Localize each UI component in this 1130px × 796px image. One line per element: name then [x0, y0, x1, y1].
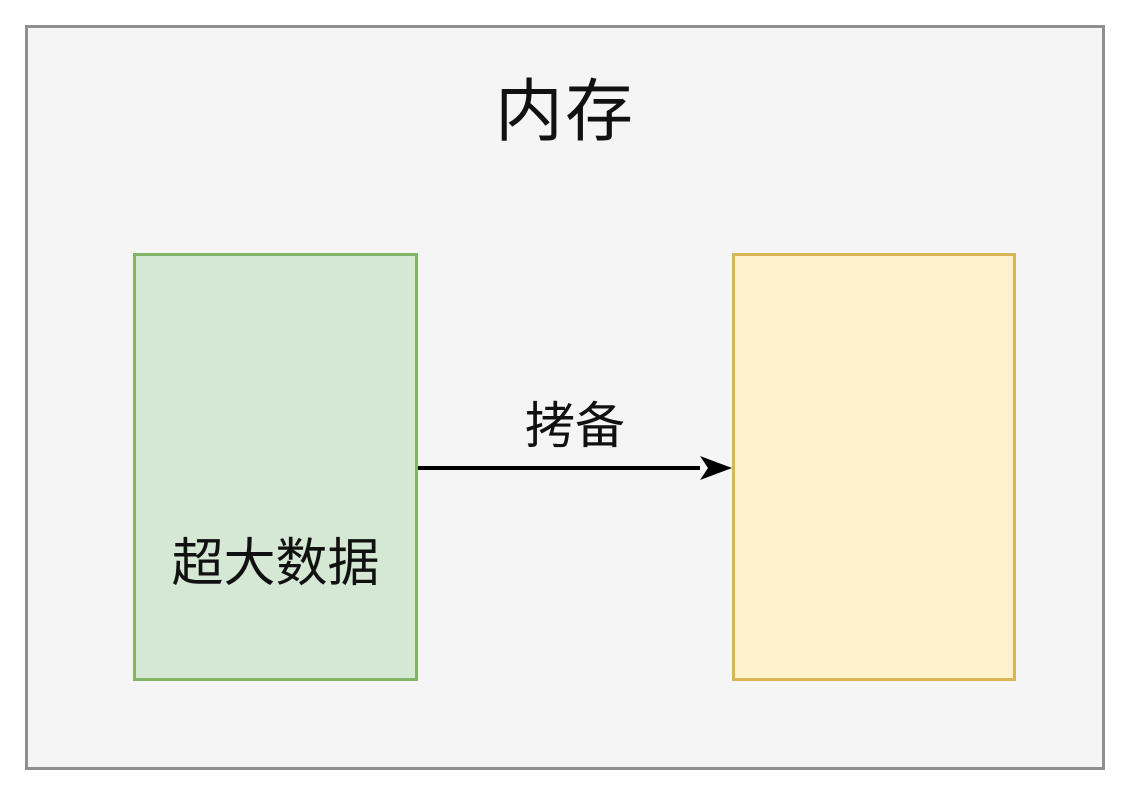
memory-container-box: 内存 超大数据 拷备: [25, 25, 1105, 770]
diagram-title: 内存: [494, 73, 635, 152]
source-data-box-label: 超大数据: [171, 534, 380, 594]
copy-arrow-label: 拷备: [525, 397, 625, 455]
copy-arrow-icon: [418, 456, 732, 480]
target-data-box: [732, 253, 1016, 681]
source-data-box: 超大数据: [133, 253, 418, 681]
